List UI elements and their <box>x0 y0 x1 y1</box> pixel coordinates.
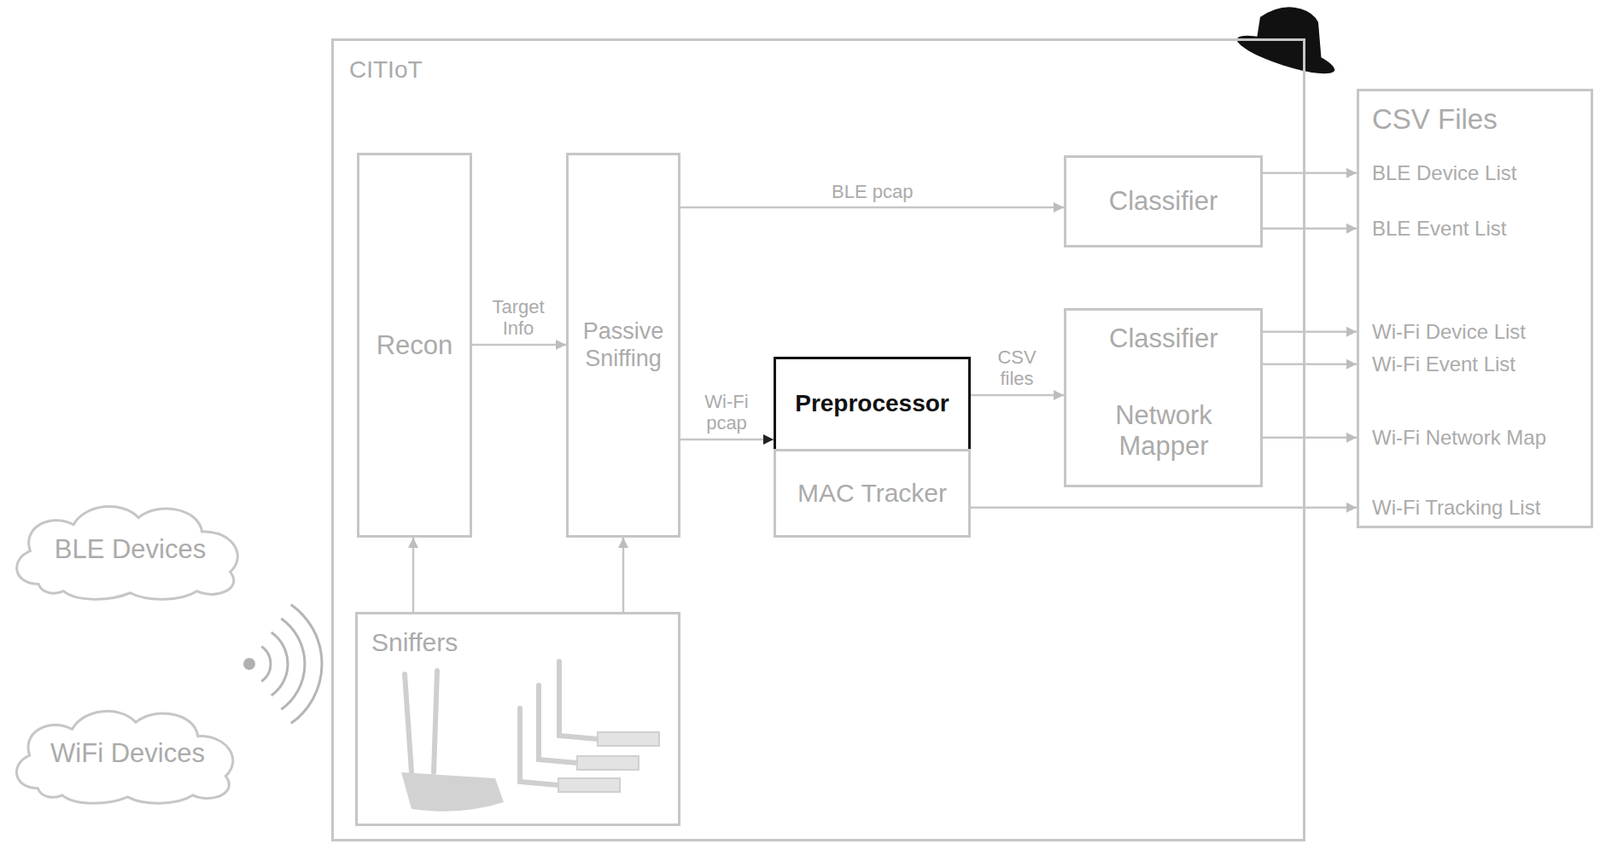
router-body <box>401 772 504 812</box>
cloud-path <box>16 711 233 804</box>
connector-line <box>970 507 1357 510</box>
connector <box>680 202 1064 213</box>
dongle-illustration <box>519 661 660 793</box>
output-box: CSV FilesBLE Device ListBLE Event ListWi… <box>1356 88 1594 529</box>
arrowhead <box>618 537 629 549</box>
signal-icon <box>243 604 322 724</box>
arrowhead <box>1346 432 1357 444</box>
node-sublabel: Wi-Fi Event List <box>1372 352 1516 377</box>
arrowhead <box>555 339 567 351</box>
node-label: MAC Tracker <box>797 478 947 509</box>
node-sublabel: Wi-Fi Network Map <box>1372 426 1547 450</box>
connector-line <box>1262 227 1357 231</box>
arrowhead <box>1346 223 1357 234</box>
node-label: Preprocessor <box>794 390 950 418</box>
signal-arc <box>280 618 305 710</box>
signal-dot <box>243 658 256 671</box>
arrowhead <box>1346 502 1357 514</box>
node-sublabel: Network Mapper <box>1091 400 1237 462</box>
connector <box>472 339 567 351</box>
signal-arc <box>261 647 271 683</box>
dongle-body <box>577 756 639 771</box>
highlighted-box: Preprocessor <box>773 356 971 450</box>
hat-icon <box>1233 6 1338 82</box>
node-label: Recon <box>376 330 454 362</box>
antenna <box>404 674 412 773</box>
connector-line <box>1262 363 1357 367</box>
node-label: Passive Sniffing <box>573 318 673 372</box>
antenna <box>433 671 438 773</box>
node-sublabel: BLE Event List <box>1372 216 1507 241</box>
connector <box>970 390 1064 401</box>
node-label: BLE Devices <box>54 534 206 566</box>
dongle-antenna <box>519 708 559 786</box>
process-box: Classifier <box>1063 155 1263 248</box>
connector-line <box>622 537 625 613</box>
node-sublabel: BLE Device List <box>1372 161 1517 186</box>
process-box: Passive Sniffing <box>566 152 681 538</box>
connector <box>1262 168 1357 179</box>
connector <box>618 537 629 613</box>
dongle-body <box>597 732 660 747</box>
node-label: Sniffers <box>371 628 458 659</box>
process-box: Recon <box>356 152 473 538</box>
edge-label: BLE pcap <box>829 181 915 203</box>
dongle-body <box>558 778 620 793</box>
connector <box>680 434 774 445</box>
router-illustration <box>401 671 504 812</box>
arrowhead <box>1346 327 1357 338</box>
connector <box>970 502 1357 514</box>
edge-label: Target Info <box>480 296 556 340</box>
arrowhead <box>763 434 774 445</box>
system-boundary: CITIoT Recon Passive SniffingPreprocessorM… <box>331 38 1306 842</box>
edge-label: CSV files <box>984 346 1050 391</box>
process-box: ClassifierNetwork Mapper <box>1063 308 1263 488</box>
connector-line <box>1262 172 1357 176</box>
connector <box>1262 327 1357 338</box>
connector <box>408 537 419 613</box>
connector-line <box>680 206 1064 210</box>
connector-line <box>472 344 567 347</box>
connector <box>1262 359 1357 370</box>
process-box: MAC Tracker <box>773 449 971 538</box>
arrowhead <box>1053 390 1064 401</box>
node-label: CITIoT <box>349 56 423 84</box>
node-sublabel: Wi-Fi Tracking List <box>1372 496 1541 520</box>
node-sublabel: Wi-Fi Device List <box>1372 320 1526 345</box>
arrowhead <box>1346 168 1357 179</box>
node-label: Classifier <box>1109 186 1218 217</box>
connector-line <box>1262 437 1357 440</box>
signal-arc <box>291 604 322 724</box>
connector <box>1262 223 1357 234</box>
node-label: Classifier <box>1109 323 1218 355</box>
connector-line <box>412 537 415 613</box>
arrowhead <box>408 537 419 549</box>
arrowhead <box>1053 202 1064 213</box>
cloud-path <box>17 506 239 600</box>
device-cloud: WiFi Devices <box>5 701 251 806</box>
node-label: WiFi Devices <box>50 738 205 770</box>
connector <box>1262 432 1357 444</box>
device-cloud: BLE Devices <box>5 496 256 602</box>
dongle-antenna <box>559 661 598 740</box>
dongle-antenna <box>538 685 578 764</box>
arrowhead <box>1346 359 1357 370</box>
node-label: CSV Files <box>1372 103 1498 136</box>
connector-line <box>680 438 774 442</box>
hardware-box: Sniffers <box>355 612 681 827</box>
hat-crown <box>1255 6 1322 64</box>
connector-line <box>1262 331 1357 334</box>
connector-line <box>970 394 1064 398</box>
edge-label: Wi-Fi pcap <box>694 391 760 435</box>
signal-arc <box>271 632 288 696</box>
